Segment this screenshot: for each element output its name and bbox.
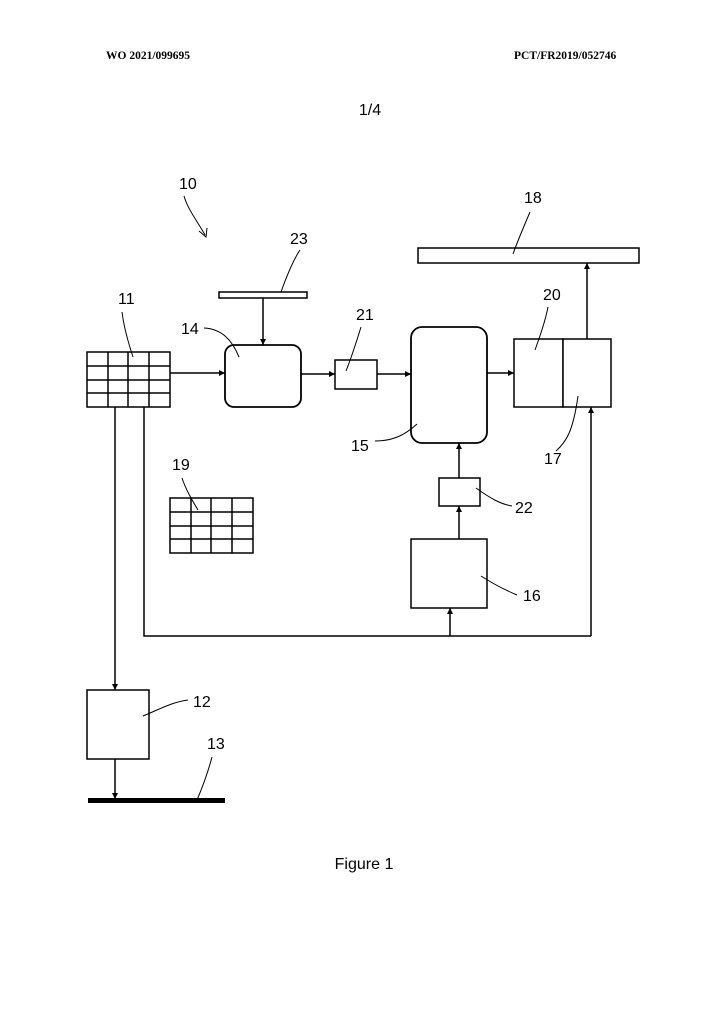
label-box-22: 22 (515, 500, 533, 517)
leader-23 (281, 250, 300, 292)
system-pointer-arrow (184, 196, 205, 235)
label-box-16: 16 (523, 588, 541, 605)
box-17 (563, 339, 611, 407)
label-box-14: 14 (181, 321, 199, 338)
box-21 (335, 360, 377, 389)
system-pointer-head (199, 228, 207, 237)
grid-19 (170, 498, 253, 553)
label-grid-11: 11 (118, 291, 135, 308)
label-grid-19: 19 (172, 457, 190, 474)
figure-caption: Figure 1 (0, 856, 723, 874)
box-20 (514, 339, 563, 407)
box-15 (411, 327, 487, 443)
leader-13 (197, 757, 212, 800)
label-ground-13: 13 (207, 736, 225, 753)
bar-23 (219, 292, 307, 298)
bar-18 (418, 248, 639, 263)
label-bar-23: 23 (290, 231, 308, 248)
leader-11 (122, 312, 133, 357)
label-system: 10 (179, 176, 197, 193)
box-14 (225, 345, 301, 407)
box-22 (439, 478, 480, 506)
label-box-21: 21 (356, 307, 374, 324)
ground-13 (88, 798, 225, 803)
leader-22 (476, 488, 512, 506)
box-12 (87, 690, 149, 759)
label-box-15: 15 (351, 438, 369, 455)
label-bar-18: 18 (524, 190, 542, 207)
label-box-12: 12 (193, 694, 211, 711)
grid-11 (87, 352, 170, 407)
label-box-17: 17 (544, 451, 562, 468)
label-box-20: 20 (543, 287, 561, 304)
box-16 (411, 539, 487, 608)
